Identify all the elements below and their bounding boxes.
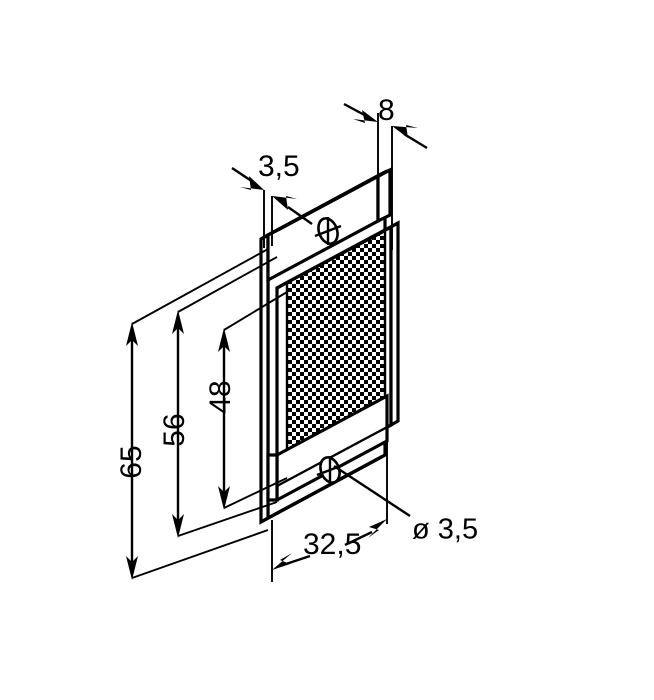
leader-8-right — [403, 132, 428, 150]
arrowhead-3-5-right — [272, 196, 297, 210]
frame-bottom-line — [276, 423, 392, 488]
ext-line-48-top — [223, 291, 288, 331]
mounting-tab-lower-joint — [266, 453, 279, 502]
leader-hole-diameter — [333, 464, 411, 518]
mounting-tab-upper-top — [267, 168, 391, 237]
ext-line-56-bottom — [177, 501, 278, 537]
dimension-depth-3-5: 3,5 — [231, 150, 313, 248]
dimension-label-65: 65 — [115, 445, 148, 478]
mounting-hole-bottom — [316, 456, 344, 484]
ext-line-65-top — [131, 248, 269, 325]
dimension-height-56: 56 — [158, 256, 278, 538]
dimension-hole-diameter: ø 3,5 — [333, 464, 478, 546]
arrowhead-65-top — [126, 322, 138, 346]
dimension-label-3-5: 3,5 — [258, 150, 300, 183]
dimension-label-8: 8 — [378, 94, 395, 127]
dimension-label-32-5: 32,5 — [303, 528, 361, 561]
arrowhead-56-top — [172, 310, 184, 334]
ext-line-48-bottom — [223, 477, 288, 509]
mounting-tab-upper-side — [376, 167, 392, 224]
arrowhead-8-right — [392, 125, 418, 138]
arrowhead-65-bottom — [126, 556, 138, 580]
arrowhead-3-5-left — [240, 176, 264, 190]
ext-line-65-bottom — [131, 529, 269, 579]
arrowhead-32-5-right — [368, 519, 387, 538]
dimension-height-65: 65 — [115, 248, 269, 580]
arrowhead-32-5-left — [272, 553, 292, 570]
tab-upper-crease — [267, 220, 379, 281]
leader-3-5-right — [287, 206, 313, 225]
ext-line-56-top — [177, 256, 278, 313]
dimension-height-48: 48 — [204, 291, 288, 510]
mounting-hole-top — [314, 217, 342, 245]
dimension-label-48: 48 — [204, 380, 237, 413]
dimension-label-hole-diameter: ø 3,5 — [412, 514, 478, 546]
dimension-width-32-5: 32,5 — [271, 440, 388, 582]
arrowhead-48-top — [218, 328, 230, 352]
reflector-frame-right-bevel — [389, 220, 400, 428]
arrowhead-56-bottom — [172, 514, 184, 538]
arrowhead-48-bottom — [218, 486, 230, 510]
reflector-body — [259, 167, 400, 525]
leader-32-5-right — [344, 530, 373, 547]
arrowhead-8-left — [353, 110, 378, 123]
dimension-depth-8: 8 — [343, 94, 428, 250]
dimension-label-56: 56 — [158, 413, 191, 446]
